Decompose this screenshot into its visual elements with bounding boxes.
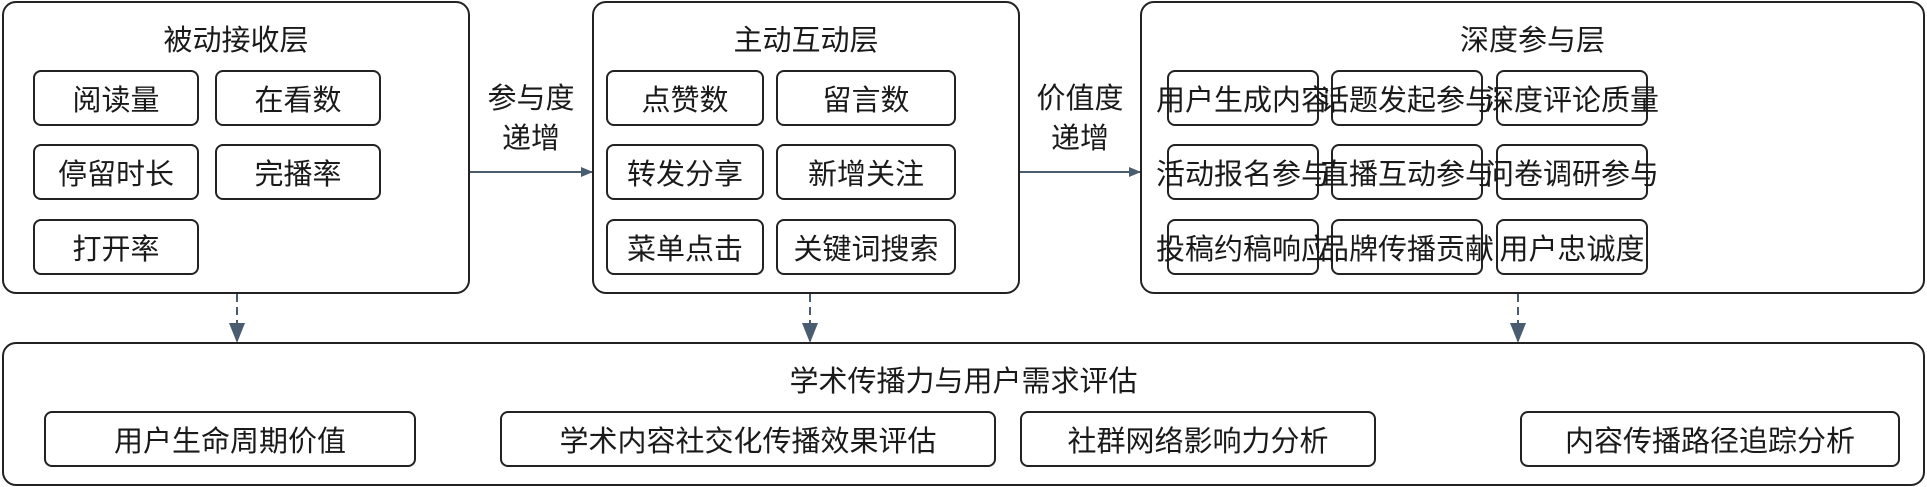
connector-label-line: 价值度: [1036, 81, 1124, 115]
layer-evaluation: 学术传播力与用户需求评估 用户生命周期价值 学术内容社交化传播效果评估 社群网络…: [2, 342, 1925, 486]
metric-box: 在看数: [215, 70, 381, 126]
metric-box: 品牌传播贡献: [1320, 219, 1494, 275]
metric-box: 完播率: [215, 144, 381, 200]
metric-box: 停留时长: [33, 144, 199, 200]
connector-label-line: 递增: [1050, 121, 1109, 155]
metric-box: 阅读量: [33, 70, 199, 126]
metric-box: 点赞数: [606, 70, 764, 126]
layer-title: 主动互动层: [733, 23, 879, 57]
connector-label-line: 递增: [501, 121, 560, 155]
metric-box: 转发分享: [606, 144, 764, 200]
evaluation-box: 内容传播路径追踪分析: [1520, 411, 1900, 467]
layer-deep: 深度参与层 用户生成内容 话题发起参与 深度评论质量 活动报名参与 直播互动参与…: [1140, 1, 1925, 294]
layer-title: 被动接收层: [163, 23, 309, 57]
metric-box: 关键词搜索: [776, 219, 956, 275]
connector-label-engagement: 参与度 递增: [470, 78, 592, 158]
layer-passive: 被动接收层 阅读量 在看数 停留时长 完播率 打开率: [2, 1, 470, 294]
connector-label-line: 参与度: [487, 81, 575, 115]
metric-box: 菜单点击: [606, 219, 764, 275]
evaluation-box: 用户生命周期价值: [44, 411, 416, 467]
metric-box: 活动报名参与: [1156, 144, 1330, 200]
metric-box: 用户生成内容: [1156, 70, 1330, 126]
connector-label-value: 价值度 递增: [1020, 78, 1140, 158]
layer-title: 学术传播力与用户需求评估: [789, 364, 1138, 398]
metric-box: 新增关注: [776, 144, 956, 200]
metric-box: 问卷调研参与: [1485, 144, 1659, 200]
metric-box: 用户忠诚度: [1496, 219, 1648, 275]
layer-active: 主动互动层 点赞数 留言数 转发分享 新增关注 菜单点击 关键词搜索: [592, 1, 1020, 294]
evaluation-box: 社群网络影响力分析: [1020, 411, 1376, 467]
metric-box: 投稿约稿响应: [1156, 219, 1330, 275]
evaluation-box: 学术内容社交化传播效果评估: [500, 411, 996, 467]
metric-box: 打开率: [33, 219, 199, 275]
metric-box: 直播互动参与: [1320, 144, 1494, 200]
metric-box: 深度评论质量: [1485, 70, 1659, 126]
metric-box: 话题发起参与: [1320, 70, 1494, 126]
metric-box: 留言数: [776, 70, 956, 126]
layer-title: 深度参与层: [1459, 23, 1605, 57]
